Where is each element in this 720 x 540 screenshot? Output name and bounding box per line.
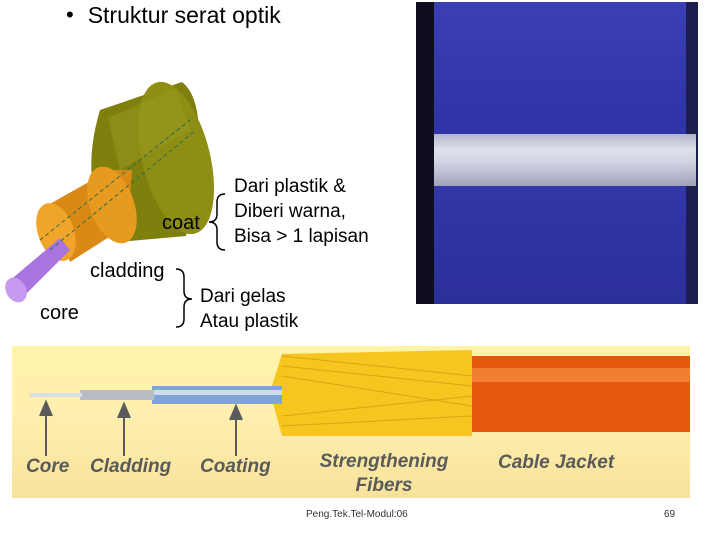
glass-brace-icon (175, 268, 193, 328)
fiber-photo (416, 2, 698, 304)
core-label: core (40, 302, 79, 324)
cable-label-strengthening: Strengthening Fibers (319, 451, 449, 496)
footer-module: Peng.Tek.Tel-Modul:06 (306, 509, 408, 520)
cable-label-core: Core (26, 456, 70, 477)
page-number: 69 (664, 509, 676, 520)
fiber-rod (434, 134, 696, 186)
cladding-label: cladding (90, 260, 165, 282)
fiber-structure-illustration (5, 81, 215, 303)
cable-diagram: Core Cladding Coating Strengthening Fibe… (12, 346, 690, 498)
cable-label-coating: Coating (200, 456, 271, 477)
coat-brace-icon (208, 193, 226, 251)
bullet-icon: • (66, 2, 74, 27)
cable-label-cladding: Cladding (90, 456, 172, 477)
slide-title: Struktur serat optik (87, 1, 281, 28)
glass-note: Dari gelas Atau plastik (200, 286, 299, 332)
slide-title-row: • Struktur serat optik (66, 0, 281, 30)
coat-label: coat (162, 212, 200, 234)
coat-note: Dari plastik & Diberi warna, Bisa > 1 la… (234, 176, 369, 247)
core-layer (5, 238, 70, 303)
cable-label-jacket: Cable Jacket (498, 452, 615, 473)
cable-layers-illustration (30, 350, 690, 456)
